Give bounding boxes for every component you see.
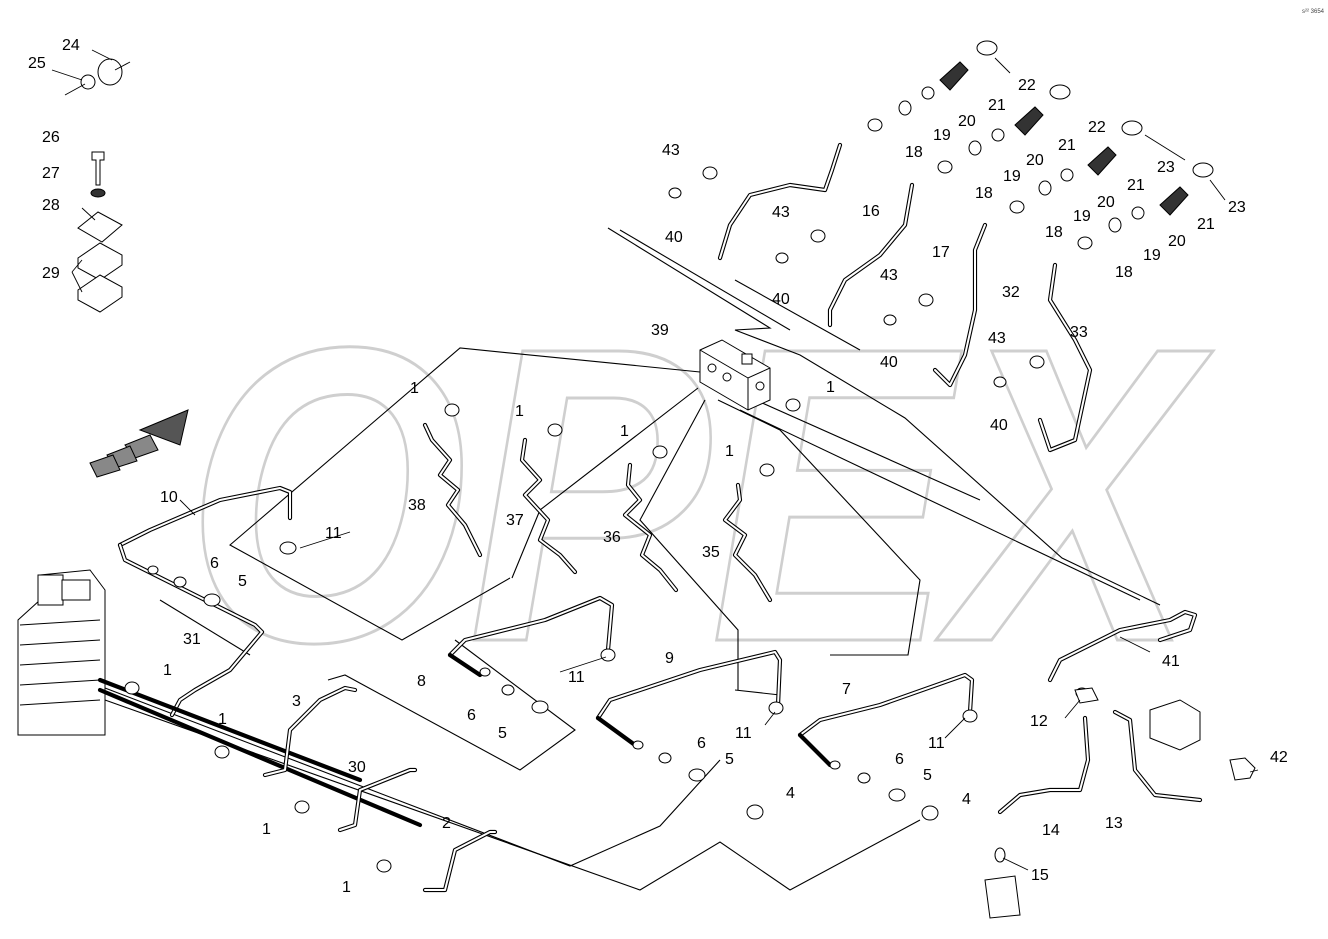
callout-label: 39: [651, 322, 669, 339]
callout-label: 20: [1097, 194, 1115, 211]
callout-label: 6: [895, 751, 904, 768]
callout-label: 16: [862, 203, 880, 220]
callout-label: 22: [1088, 119, 1106, 136]
callout-label: 21: [1127, 177, 1145, 194]
callout-label: 6: [210, 555, 219, 572]
callout-label: 37: [506, 512, 524, 529]
callout-label: 1: [163, 662, 172, 679]
callout-label: 40: [772, 291, 790, 308]
callout-label: 1: [342, 879, 351, 896]
callout-label: 18: [1045, 224, 1063, 241]
control-valve-block: [17, 569, 106, 736]
callout-label: 35: [702, 544, 720, 561]
callout-label: 11: [928, 735, 945, 752]
callout-label: 7: [842, 681, 851, 698]
callout-label: 1: [826, 379, 835, 396]
callout-label: 1: [410, 380, 419, 397]
callout-label: 43: [988, 330, 1006, 347]
callout-label: 1: [218, 711, 227, 728]
callout-label: 22: [1018, 77, 1036, 94]
callout-label: 1: [262, 821, 271, 838]
callout-label: 6: [467, 707, 476, 724]
callout-label: 20: [1168, 233, 1186, 250]
direction-arrow-icon: [89, 409, 189, 478]
callout-label: 8: [417, 673, 426, 690]
clamp-assembly: [77, 151, 123, 313]
callout-label: 19: [1143, 247, 1161, 264]
route-outlines: [104, 227, 1161, 891]
callout-label: 19: [1073, 208, 1091, 225]
callout-label: 24: [62, 37, 80, 54]
watermark-logo: OPEX: [184, 260, 1216, 732]
callout-label: 14: [1042, 822, 1060, 839]
callout-label: 1: [725, 443, 734, 460]
callout-label: 23: [1228, 199, 1246, 216]
manifold-block: [699, 339, 771, 411]
callout-label: 20: [958, 113, 976, 130]
callout-label: 3: [292, 693, 301, 710]
callout-label: 4: [786, 785, 795, 802]
fittings: [80, 40, 1253, 873]
callout-label: 43: [662, 142, 680, 159]
callout-label: 1: [515, 403, 524, 420]
flexible-hoses: [717, 142, 1093, 815]
callout-label: 18: [1115, 264, 1133, 281]
callout-label: 21: [1197, 216, 1215, 233]
callout-label: 4: [962, 791, 971, 808]
callout-label: 29: [42, 265, 60, 282]
callout-label: 11: [735, 725, 752, 742]
callout-label: 5: [923, 767, 932, 784]
callout-label: 32: [1002, 284, 1020, 301]
callout-label: 13: [1105, 815, 1123, 832]
callout-label: 25: [28, 55, 46, 72]
callout-label: 6: [697, 735, 706, 752]
callout-label: 41: [1162, 653, 1180, 670]
pipes: [97, 422, 1203, 893]
callout-label: 21: [988, 97, 1006, 114]
callout-label: 12: [1030, 713, 1048, 730]
callout-label: 17: [932, 244, 950, 261]
callout-label: 11: [568, 669, 585, 686]
callout-label: 19: [1003, 168, 1021, 185]
watermark-text: OPEX: [185, 261, 1214, 730]
callout-label: 40: [990, 417, 1008, 434]
callout-label: 38: [408, 497, 426, 514]
callout-label: 23: [1157, 159, 1175, 176]
callout-label: 9: [665, 650, 674, 667]
callout-label: 30: [348, 759, 366, 776]
callout-label: 18: [905, 144, 923, 161]
callout-label: 1: [620, 423, 629, 440]
callout-label: 10: [160, 489, 178, 506]
callout-label: 40: [880, 354, 898, 371]
callout-label: 18: [975, 185, 993, 202]
callout-label: 21: [1058, 137, 1076, 154]
callout-label: 31: [183, 631, 201, 648]
callout-label: 19: [933, 127, 951, 144]
callout-label: 20: [1026, 152, 1044, 169]
callout-label: 40: [665, 229, 683, 246]
callout-label: 5: [725, 751, 734, 768]
callout-label: 26: [42, 129, 60, 146]
callout-label: 42: [1270, 749, 1288, 766]
callout-label: 2: [442, 815, 451, 832]
callout-label: 43: [880, 267, 898, 284]
callout-label: 15: [1031, 867, 1049, 884]
callout-label: 27: [42, 165, 60, 182]
corner-mark: s²² 3654: [1302, 9, 1325, 15]
callout-label: 5: [238, 573, 247, 590]
callout-label: 11: [325, 525, 342, 542]
callout-label: 33: [1070, 324, 1088, 341]
callout-label: 28: [42, 197, 60, 214]
callout-label: 5: [498, 725, 507, 742]
callout-label: 43: [772, 204, 790, 221]
callout-label: 36: [603, 529, 621, 546]
callout-labels: 24 25 26 27 28 29 22 21 20 19 18 22 21 2…: [28, 37, 1288, 896]
right-components: [984, 687, 1256, 919]
